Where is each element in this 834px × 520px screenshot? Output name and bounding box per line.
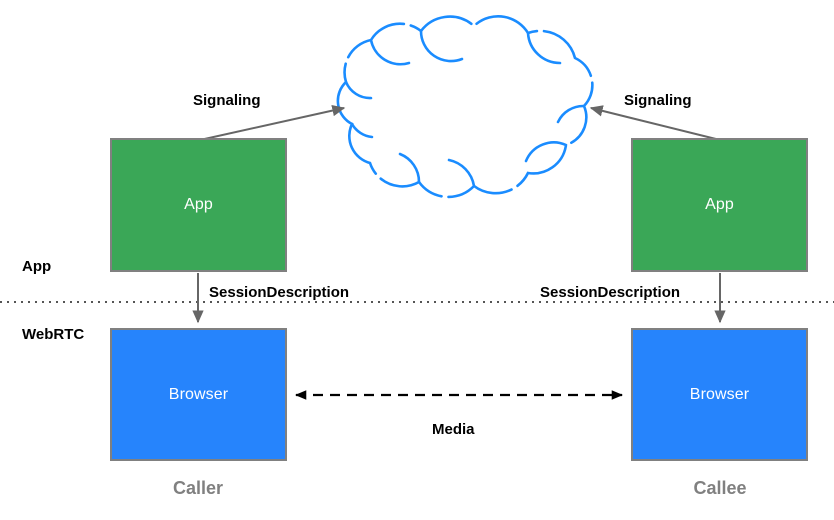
sessiondescription-caller-edge-label: SessionDescription xyxy=(209,284,350,301)
browser-callee-label: Browser xyxy=(689,385,750,403)
app-callee-label: App xyxy=(705,196,734,213)
app-caller-label: App xyxy=(184,196,213,213)
app-callee-box[interactable]: App xyxy=(631,138,808,272)
app-caller-box[interactable]: App xyxy=(110,138,287,272)
signaling-caller-edge-label: Signaling xyxy=(193,92,261,109)
signaling-cloud-icon xyxy=(336,15,594,199)
webrtc-layer-label: WebRTC xyxy=(22,326,85,343)
browser-callee-box[interactable]: Browser xyxy=(631,328,808,461)
app-layer-label: App xyxy=(22,258,52,275)
browser-caller-box[interactable]: Browser xyxy=(110,328,287,461)
signaling-callee-edge-label: Signaling xyxy=(624,92,692,109)
caller-role-label: Caller xyxy=(172,478,224,498)
media-edge-label: Media xyxy=(432,421,475,438)
signaling-caller-arrow xyxy=(199,104,346,141)
signaling-callee-arrow xyxy=(589,105,721,141)
callee-role-label: Callee xyxy=(693,478,747,498)
sessiondescription-callee-edge-label: SessionDescription xyxy=(540,284,681,301)
browser-caller-label: Browser xyxy=(168,385,229,403)
